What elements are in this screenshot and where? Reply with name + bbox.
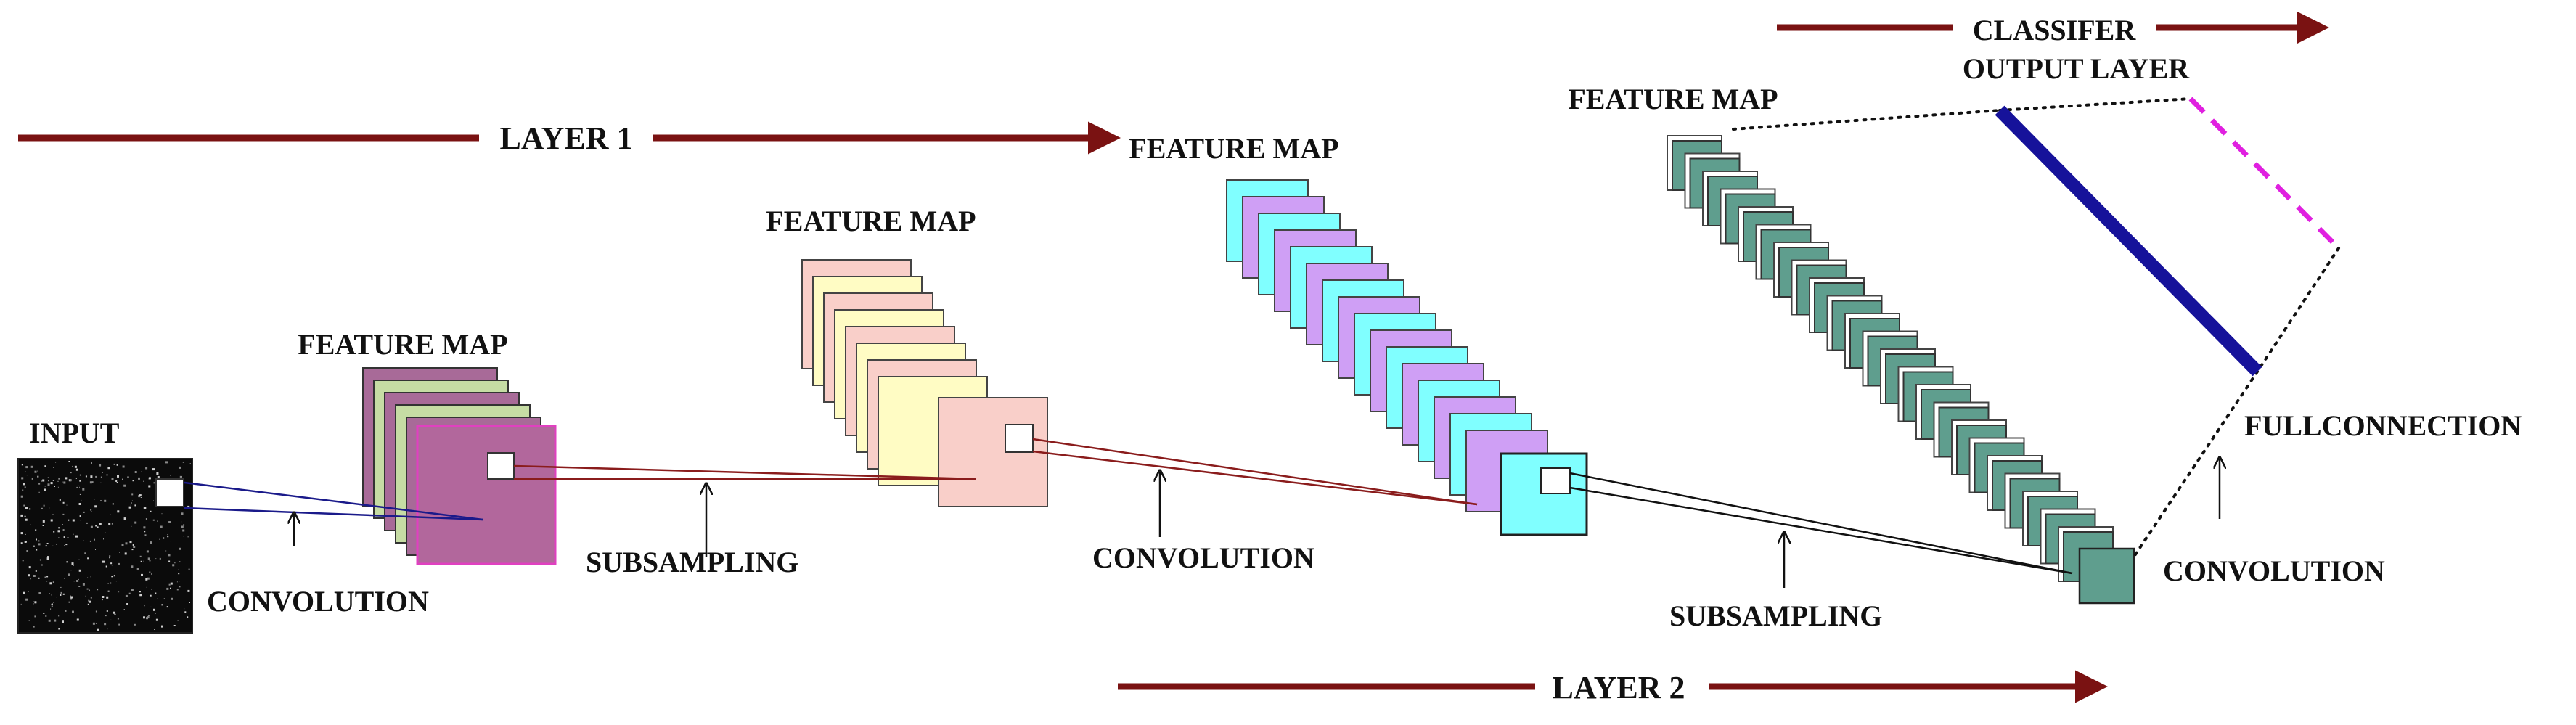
- feature-map-stack-4: [1667, 135, 2135, 605]
- input-image: [17, 458, 193, 634]
- connection-lines: [184, 438, 2073, 575]
- convolution-2-label: CONVOLUTION: [1092, 541, 1314, 574]
- layer1-label: LAYER 1: [500, 120, 633, 156]
- feature-map-stack-1: [362, 367, 557, 565]
- input-label: INPUT: [29, 417, 120, 449]
- output-layer-bar: [1995, 105, 2262, 377]
- feature-map-4-label: FEATURE MAP: [1568, 83, 1778, 115]
- subsampling-2-label: SUBSAMPLING: [1669, 599, 1882, 632]
- convolution-1-label: CONVOLUTION: [207, 585, 429, 618]
- feature-map-stack-3: [1226, 179, 1588, 536]
- full-connection-label: FULLCONNECTION: [2244, 409, 2522, 442]
- convolution-3-label: CONVOLUTION: [2163, 554, 2385, 587]
- layer2-label: LAYER 2: [1553, 670, 1685, 705]
- feature-map-1-label: FEATURE MAP: [298, 328, 507, 361]
- subsampling-1-label: SUBSAMPLING: [586, 546, 798, 578]
- output-layer-label: OUTPUT LAYER: [1963, 52, 2190, 85]
- feature-map-stack-2: [801, 259, 1048, 507]
- output-layer: [1732, 97, 2341, 560]
- classifier-label: CLASSIFER: [1973, 14, 2137, 46]
- feature-map-2-label: FEATURE MAP: [766, 205, 976, 237]
- feature-map-3-label: FEATURE MAP: [1129, 132, 1338, 165]
